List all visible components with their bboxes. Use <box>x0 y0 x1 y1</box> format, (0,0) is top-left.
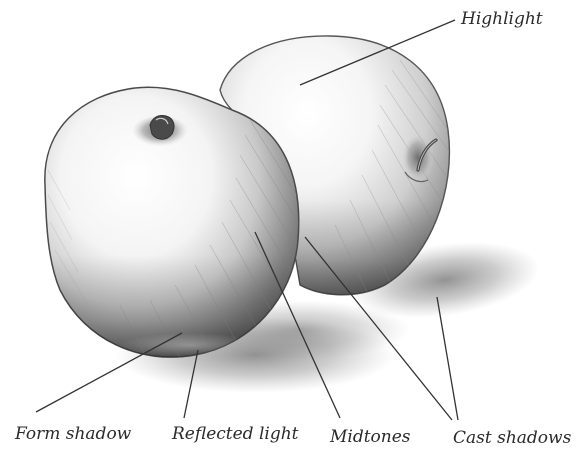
form-shadow-label: Form shadow <box>15 424 131 444</box>
reflected-light-label: Reflected light <box>172 424 299 444</box>
cast-shadows-label: Cast shadows <box>453 428 571 448</box>
midtones-label: Midtones <box>330 427 411 447</box>
highlight-label: Highlight <box>461 9 543 29</box>
